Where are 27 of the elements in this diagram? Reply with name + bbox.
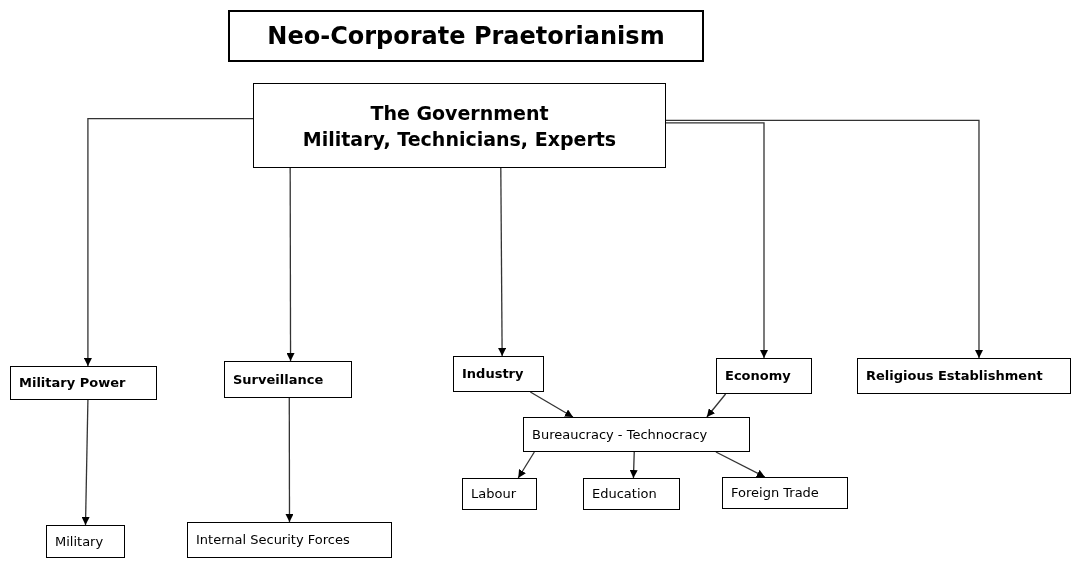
arrow — [629, 451, 638, 479]
arrow — [665, 122, 768, 359]
box-text: The Government — [370, 100, 549, 126]
arrow — [529, 391, 574, 418]
category-box: Labour — [462, 478, 537, 510]
arrow — [81, 399, 90, 526]
category-box: Bureaucracy - Technocracy — [523, 417, 750, 452]
arrow — [665, 119, 983, 359]
category-box: Surveillance — [224, 361, 352, 398]
arrow — [285, 397, 294, 523]
category-box: Military Power — [10, 366, 157, 400]
category-box: Religious Establishment — [857, 358, 1071, 394]
category-box: Internal Security Forces — [187, 522, 392, 558]
arrow — [715, 451, 766, 478]
arrow — [286, 167, 295, 362]
government-box — [253, 83, 666, 168]
category-box: Education — [583, 478, 680, 510]
category-box: Military — [46, 525, 125, 558]
category-box: Economy — [716, 358, 812, 394]
category-box: Foreign Trade — [722, 477, 848, 509]
arrow — [498, 167, 507, 357]
arrow — [706, 393, 727, 418]
category-box: Industry — [453, 356, 544, 392]
box-text: Military, Technicians, Experts — [302, 126, 617, 152]
arrow — [83, 118, 254, 367]
arrow — [517, 451, 535, 479]
title-box: Neo-Corporate Praetorianism — [228, 10, 704, 62]
